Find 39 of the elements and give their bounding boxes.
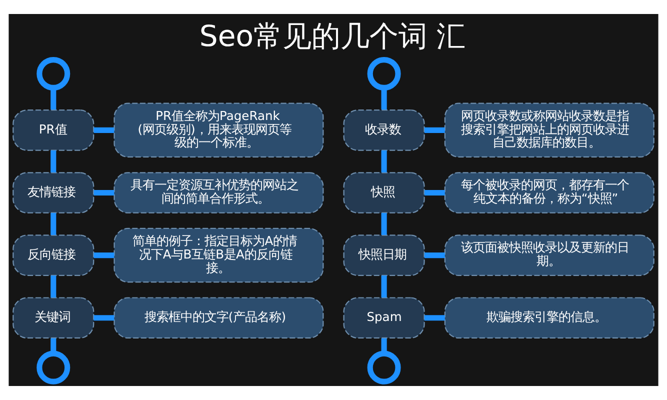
node-box: 收录数 [343, 110, 425, 151]
connector [50, 338, 56, 354]
node-circle [367, 350, 401, 384]
node-box: 友情链接 [12, 172, 94, 214]
connector [424, 190, 445, 196]
node-box: PR值全称为PageRank(网页级别)，用来表现网页等级的一个标准。 [114, 102, 324, 158]
node-circle [36, 57, 70, 91]
connector [381, 150, 387, 172]
node-circle [367, 57, 401, 91]
connector [50, 150, 56, 172]
node-box: 快照 [343, 172, 425, 214]
node-box: 具有一定资源互补优势的网站之间的简单合作形式。 [114, 172, 324, 214]
connector [94, 252, 114, 258]
node-box: 关键词 [12, 297, 94, 339]
connector [50, 88, 56, 110]
node-box: 网页收录数或称网站收录数是指搜索引擎把网站上的网页收录进自己数据库的数目。 [444, 102, 654, 158]
connector [50, 276, 56, 298]
connector [381, 88, 387, 110]
connector [424, 127, 445, 133]
connector [381, 338, 387, 354]
node-box: 欺骗搜索引擎的信息。 [444, 297, 654, 339]
connector [94, 190, 114, 196]
diagram-title: Seo常见的几个词 汇 [199, 19, 466, 54]
connector [94, 315, 114, 321]
connector [94, 127, 114, 133]
node-box: 该页面被快照收录以及更新的日期。 [444, 234, 654, 276]
node-box: 快照日期 [343, 234, 425, 276]
connector [381, 276, 387, 298]
connector [424, 252, 445, 258]
node-box: 反向链接 [12, 234, 94, 276]
connector [381, 212, 387, 235]
connector [50, 212, 56, 235]
node-box: 简单的例子：指定目标为A的情况下A与B互链B是A的反向链接。 [114, 228, 324, 283]
connector [424, 315, 445, 321]
node-box: Spam [343, 297, 425, 339]
node-box: PR值 [12, 110, 94, 151]
node-box: 每个被收录的网页，都存有一个纯文本的备份，称为“快照” [444, 172, 654, 214]
node-box: 搜索框中的文字(产品名称) [114, 297, 324, 339]
node-circle [36, 350, 70, 384]
